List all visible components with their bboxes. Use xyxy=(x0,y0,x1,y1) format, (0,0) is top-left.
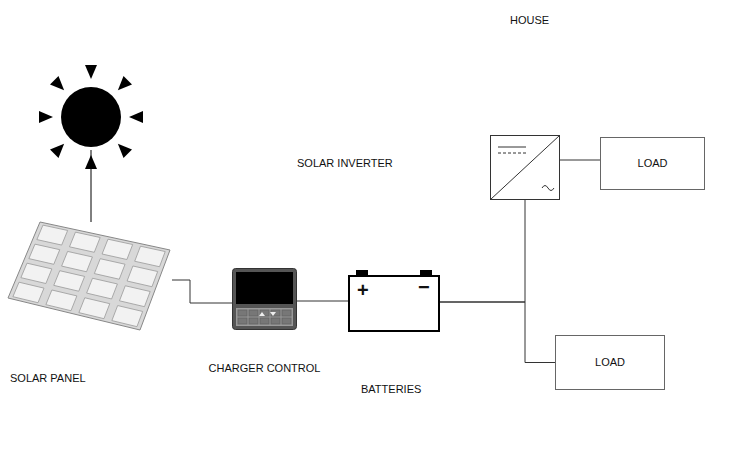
wire xyxy=(440,302,555,363)
dc-symbol xyxy=(498,153,526,154)
panel-cell xyxy=(29,244,60,264)
sun-ray xyxy=(50,76,64,90)
inverter-frame xyxy=(491,136,560,200)
panel-cell xyxy=(135,246,165,267)
panel-frame xyxy=(8,222,170,330)
charger-key xyxy=(249,318,258,324)
solar-inverter-drawing xyxy=(490,135,560,200)
charger-key xyxy=(260,318,269,324)
panel-cell xyxy=(87,278,118,299)
key-down xyxy=(270,312,276,316)
sun-line xyxy=(91,150,92,222)
charger-key xyxy=(238,310,247,316)
terminal-sign: + xyxy=(357,280,369,300)
charger-key xyxy=(282,318,291,324)
sun-ray xyxy=(39,111,53,123)
panel-cell xyxy=(21,263,52,283)
sun-ray xyxy=(118,144,132,158)
panel-cell xyxy=(102,239,133,259)
node-label: LOAD xyxy=(638,157,668,170)
wire xyxy=(440,200,525,302)
solar-inverter: SOLAR INVERTER xyxy=(490,135,560,200)
key-up xyxy=(259,312,265,316)
node-label: SOLAR PANEL xyxy=(10,372,86,385)
wire-line xyxy=(172,280,232,303)
node-label: CHARGER CONTROL xyxy=(209,362,321,375)
battery-body xyxy=(349,276,439,331)
panel-cell xyxy=(79,298,110,319)
ac-symbol xyxy=(542,186,554,191)
wire-line xyxy=(440,200,525,302)
sun-ray xyxy=(50,144,64,158)
charger-case xyxy=(233,269,297,330)
charger-keypad xyxy=(236,308,293,326)
panel-cell xyxy=(119,286,150,307)
charger-key xyxy=(282,310,291,316)
panel-cell xyxy=(54,271,85,292)
wire-line xyxy=(440,302,555,363)
node-label: LOAD xyxy=(595,356,625,369)
wire-line xyxy=(560,160,600,161)
charger-key xyxy=(238,318,247,324)
charger-control-drawing xyxy=(232,268,297,330)
panel-cell xyxy=(69,232,100,252)
panel-cell xyxy=(13,282,44,303)
load-box: LOAD xyxy=(600,137,705,190)
inverter-diagonal xyxy=(491,136,560,200)
node-label: SOLAR INVERTER xyxy=(297,157,393,170)
node-label: BATTERIES xyxy=(361,383,421,396)
wire xyxy=(172,280,232,303)
panel-cell xyxy=(46,290,77,311)
load-box: LOAD xyxy=(555,335,665,390)
battery: +−BATTERIES xyxy=(348,270,440,332)
sun-ray xyxy=(85,65,97,79)
charger-key xyxy=(271,318,280,324)
charger-key xyxy=(271,310,280,316)
charger-key xyxy=(249,310,258,316)
area-label: HOUSE xyxy=(510,14,549,27)
charger-key xyxy=(260,310,269,316)
charger-screen xyxy=(236,272,293,304)
dc-symbol xyxy=(498,147,526,148)
panel-cell xyxy=(127,266,158,287)
solar-panel-drawing xyxy=(8,222,172,330)
panel-cell xyxy=(62,251,93,271)
panel-cell xyxy=(112,306,143,327)
panel-cell xyxy=(37,225,68,245)
wire xyxy=(560,160,600,161)
sun xyxy=(61,87,121,147)
panel-cell xyxy=(94,259,125,280)
wire-line xyxy=(297,301,348,302)
wire xyxy=(297,301,348,302)
charger-control: CHARGER CONTROL xyxy=(232,268,297,330)
sun-ray xyxy=(129,111,143,123)
sun-ray xyxy=(118,76,132,90)
terminal-sign: − xyxy=(418,277,430,297)
solar-panel: SOLAR PANEL xyxy=(8,222,172,330)
